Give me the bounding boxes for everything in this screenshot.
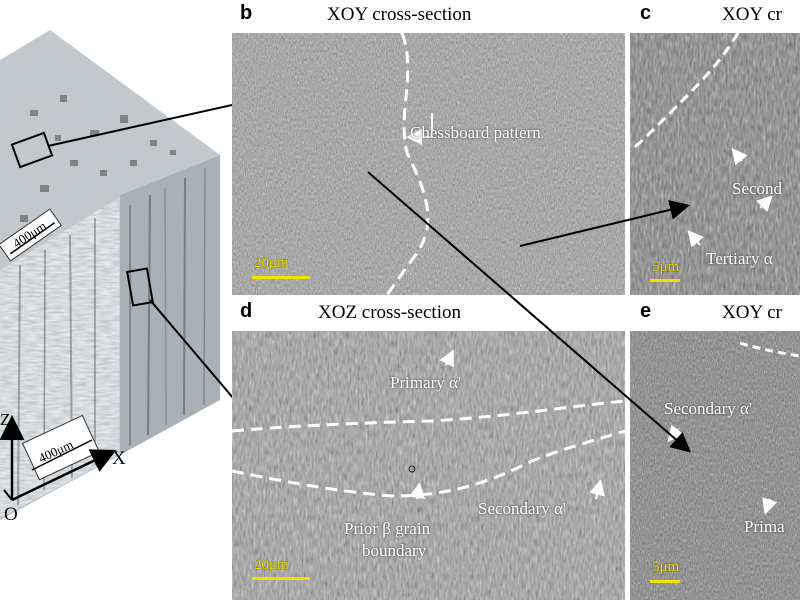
panel-b-title: XOY cross-section: [327, 4, 472, 25]
panel-e-annotation-secondary: Secondary α': [664, 399, 752, 418]
panel-b-scale-label: 20μm: [254, 255, 289, 271]
panel-d-annotation-grain-2: boundary: [362, 541, 427, 560]
roi-box-side: [126, 267, 154, 307]
panel-c-annotation-secondary: Second: [732, 179, 783, 198]
panel-c-annotation-tertiary: Tertiary α: [706, 249, 773, 268]
roi-box-top: [10, 131, 54, 169]
origin-label: O: [4, 504, 18, 525]
panel-e-title: XOY cr: [722, 302, 782, 323]
cube-top-face: [0, 30, 220, 270]
panel-c-image: Second Tertiary α 5μm: [630, 33, 800, 295]
panel-d-annotation-primary: Primary α': [390, 373, 461, 392]
panel-c-boundary-line: [630, 33, 740, 153]
panel-e-scale-label: 5μm: [652, 559, 680, 575]
panel-c-scale-label: 5μm: [652, 259, 680, 275]
panel-e-boundary-line: [739, 341, 800, 358]
panel-e-scale-bar: [650, 580, 680, 583]
sample-cube: 400μm 400μm X Z O: [0, 0, 290, 600]
panel-e-letter: e: [640, 300, 652, 322]
panel-b-annotation: Chessboard pattern: [410, 123, 541, 142]
panel-e-annotation-primary: Prima: [744, 517, 785, 536]
panel-d-scale-bar: [252, 577, 310, 580]
panel-c-title: XOY cr: [722, 4, 782, 25]
cube-graphic: [0, 30, 290, 600]
panel-c-letter: c: [640, 2, 652, 24]
panel-d-letter: d: [240, 300, 253, 322]
x-axis-label: X: [112, 448, 126, 469]
panel-e-image: Secondary α' Prima 5μm: [630, 331, 800, 600]
panel-c-scale-bar: [650, 279, 680, 282]
panel-d-title: XOZ cross-section: [318, 302, 461, 323]
panel-b-image: Chessboard pattern 20μm: [232, 33, 625, 295]
panel-b-letter: b: [240, 2, 253, 24]
x-axis-arrow: [11, 449, 117, 502]
panel-d-image: Primary α' Secondary α' Prior β grain bo…: [232, 331, 625, 600]
panel-d-annotation-grain-1: Prior β grain: [344, 519, 431, 538]
panel-d-scale-label: 20μm: [254, 557, 289, 573]
panel-b-scale-bar: [252, 276, 310, 279]
cube-right-face: [120, 155, 220, 455]
z-axis-label: Z: [0, 410, 11, 429]
panel-d-annotation-secondary: Secondary α': [478, 499, 566, 518]
